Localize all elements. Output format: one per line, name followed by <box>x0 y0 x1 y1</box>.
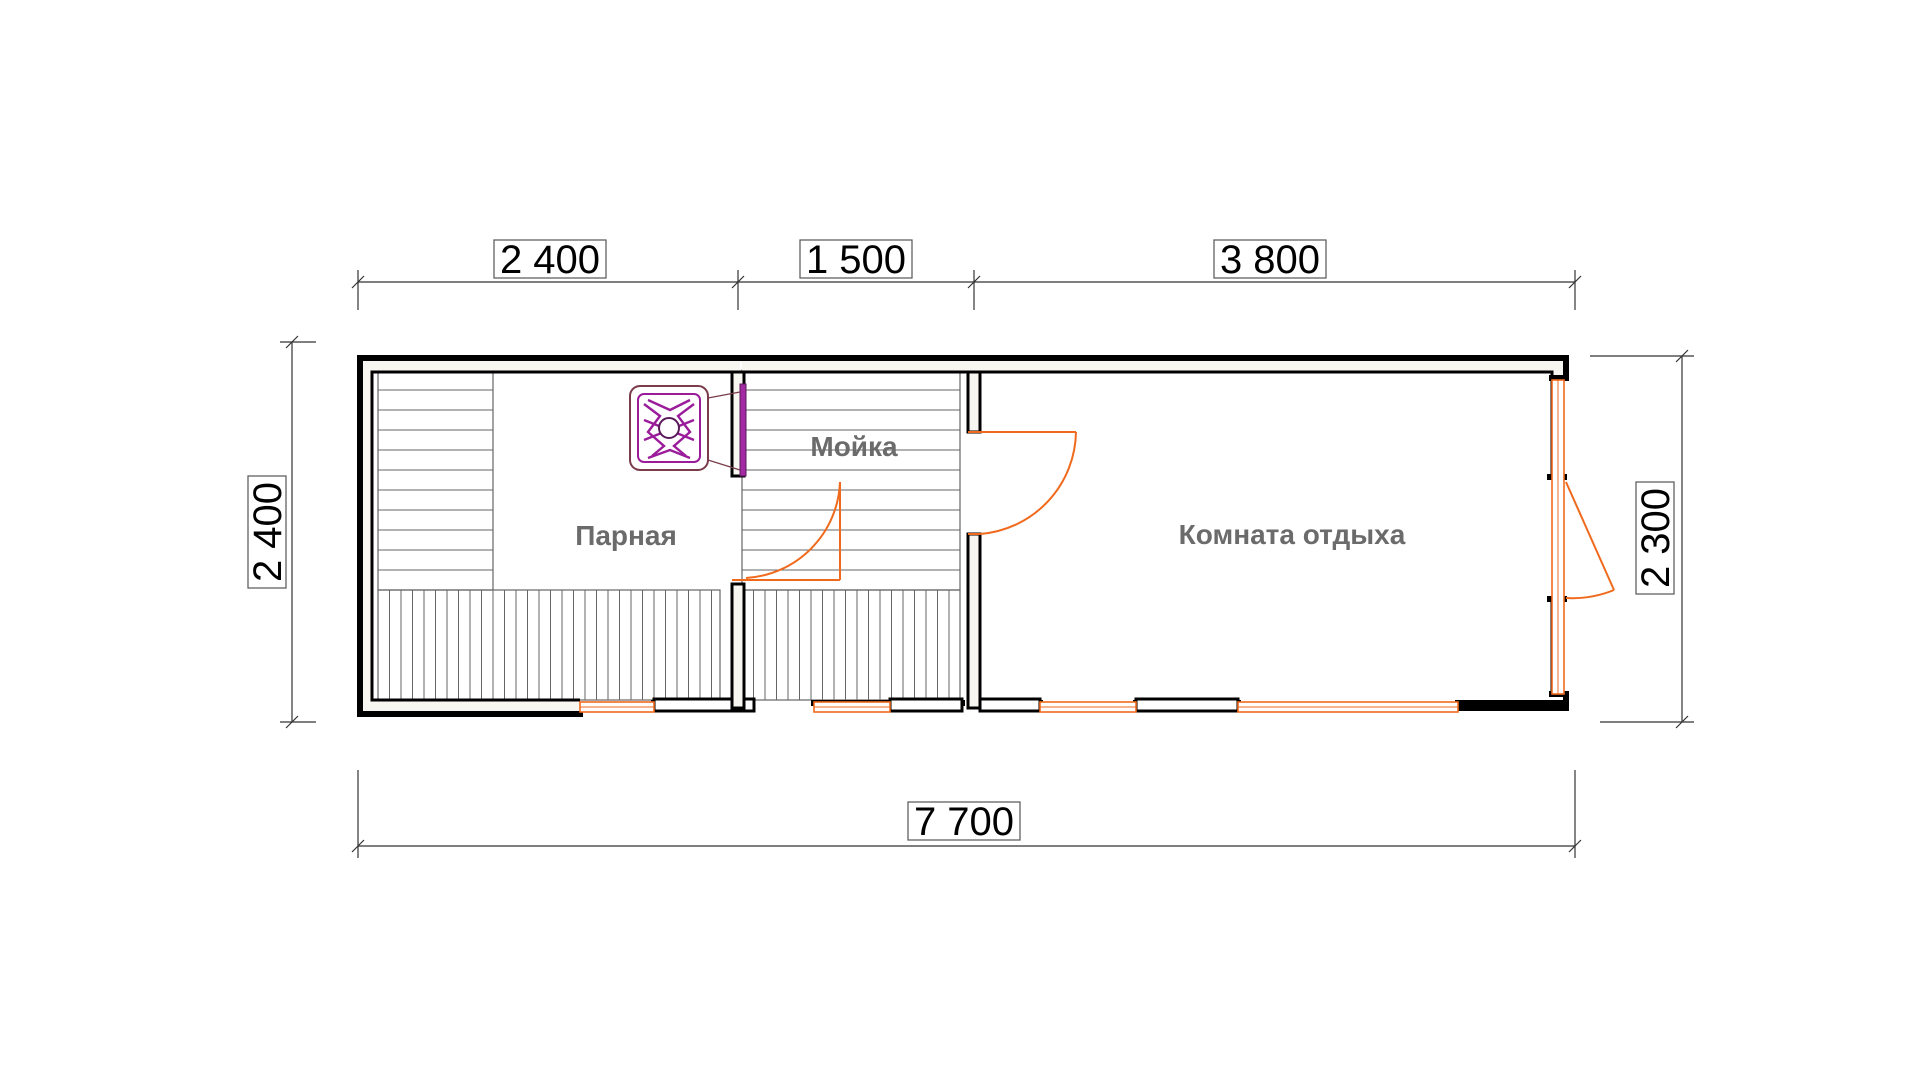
wash-room-lower-bench <box>741 589 961 701</box>
stove-icon <box>629 383 747 477</box>
dimension-top-3: 3 800 <box>1213 238 1327 282</box>
room-label-wash-room: Мойка <box>810 431 898 462</box>
windows <box>579 379 1565 713</box>
dimension-left-height: 2 400 <box>246 475 290 589</box>
dimension-total: 7 700 <box>907 800 1021 844</box>
svg-text:3 800: 3 800 <box>1220 238 1320 282</box>
dimension-right-height: 2 300 <box>1634 481 1678 595</box>
dimension-top-1: 2 400 <box>493 238 607 282</box>
svg-text:1 500: 1 500 <box>806 238 906 282</box>
dimension-top-2: 1 500 <box>799 238 913 282</box>
dimension-lines <box>280 270 1694 858</box>
room-label-rest-room: Комната отдыха <box>1179 519 1406 550</box>
room-label-steam-room: Парная <box>575 520 677 551</box>
steam-room-lower-bench <box>377 589 721 701</box>
wash-room-upper-bench <box>741 369 961 591</box>
svg-text:2 400: 2 400 <box>246 482 290 582</box>
svg-text:2 300: 2 300 <box>1634 488 1678 588</box>
svg-text:2 400: 2 400 <box>500 238 600 282</box>
steam-room-upper-bench <box>377 369 494 591</box>
doors <box>732 431 1615 600</box>
svg-text:7 700: 7 700 <box>914 800 1014 844</box>
